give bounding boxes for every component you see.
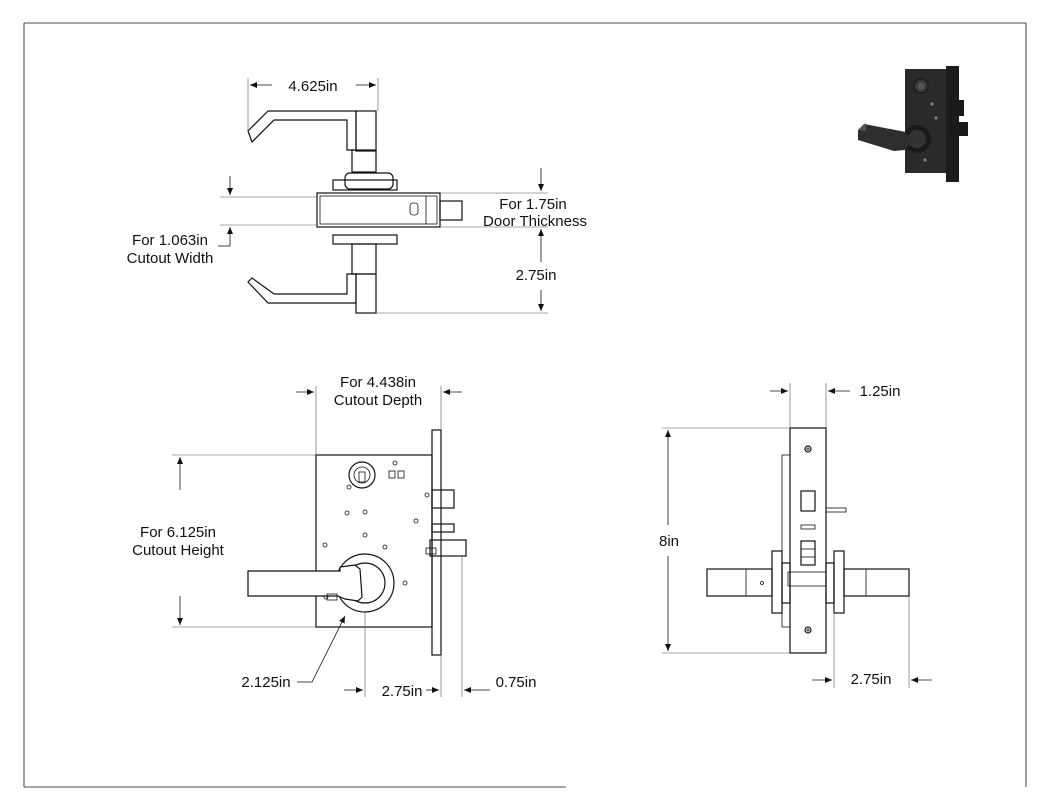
label-door-thickness-2: Door Thickness: [483, 213, 587, 230]
dim-label-side-width: 1.25in: [860, 383, 901, 400]
sheet-border: [23, 22, 1027, 788]
label-cutout-depth-1: For 4.438in: [340, 374, 416, 391]
top-view-dimensions: [218, 78, 548, 314]
dim-label-top-width: 4.625in: [288, 78, 337, 95]
dim-label-backset: 2.75in: [382, 683, 423, 700]
dim-label-rose: 2.125in: [241, 674, 290, 691]
dim-label-side-height: 8in: [659, 533, 679, 550]
side-view-dimensions: [662, 383, 932, 688]
label-door-thickness-1: For 1.75in: [499, 196, 567, 213]
label-cutout-height-2: Cutout Height: [132, 542, 225, 559]
dim-label-faceplate: 0.75in: [496, 674, 537, 691]
label-cutout-depth-2: Cutout Depth: [334, 392, 422, 409]
front-view-dimensions: [172, 386, 490, 697]
dim-label-side-lever: 2.75in: [851, 671, 892, 688]
dim-label-top-lever: 2.75in: [516, 267, 557, 284]
mortise-lock-render-icon: [858, 66, 968, 182]
label-cutout-width-2: Cutout Width: [127, 250, 214, 267]
top-view-drawing: [247, 110, 463, 314]
side-view-drawing: [706, 427, 910, 654]
front-view-drawing: [247, 429, 467, 656]
label-cutout-width-1: For 1.063in: [132, 232, 208, 249]
label-cutout-height-1: For 6.125in: [140, 524, 216, 541]
